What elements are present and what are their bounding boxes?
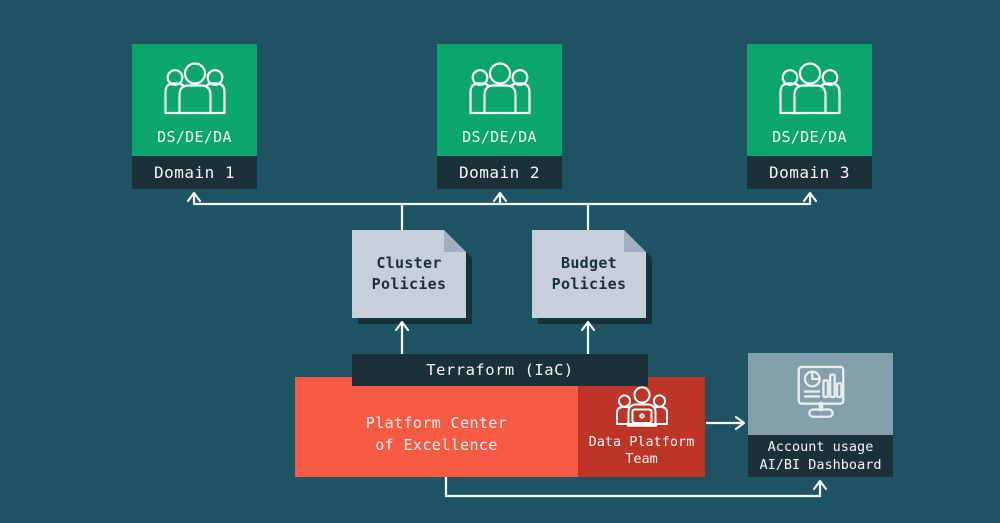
doc-fold-corner [444, 230, 466, 252]
budget-policies-label-line2: Policies [551, 275, 627, 293]
budget-policies-label-line1: Budget [561, 254, 617, 272]
domain-2-team-label: DS/DE/DA [462, 128, 537, 146]
cluster-policies-doc: Cluster Policies [352, 230, 466, 318]
budget-policies-doc: Budget Policies [532, 230, 646, 318]
doc-body: Cluster Policies [352, 230, 466, 318]
domain-box-1: DS/DE/DA Domain 1 [132, 44, 257, 189]
domain-box-3: DS/DE/DA Domain 3 [747, 44, 872, 189]
dashboard-label-line2: AI/BI Dashboard [759, 457, 882, 473]
data-platform-team-box: Data Platform Team [578, 377, 705, 477]
platform-center-of-excellence-box: Platform Center of Excellence [295, 377, 578, 477]
domain-2-name-bar: Domain 2 [437, 156, 562, 189]
doc-body: Budget Policies [532, 230, 646, 318]
dashboard-label-line1: Account usage [767, 439, 874, 455]
people-laptop-icon [615, 386, 668, 427]
terraform-bar: Terraform (IaC) [352, 354, 648, 386]
team-label-line1: Data Platform [588, 434, 695, 450]
domain-3-name-bar: Domain 3 [747, 156, 872, 189]
cluster-policies-label-line2: Policies [371, 275, 447, 293]
domain-1-name-bar: Domain 1 [132, 156, 257, 189]
terraform-label: Terraform (IaC) [426, 361, 574, 379]
domain-3-team-label: DS/DE/DA [772, 128, 847, 146]
domain-1-team-label: DS/DE/DA [157, 128, 232, 146]
doc-fold-corner [624, 230, 646, 252]
dashboard-label-bar: Account usage AI/BI Dashboard [748, 435, 893, 477]
team-label-line2: Team [625, 451, 658, 467]
domain-1-team-panel: DS/DE/DA [132, 44, 257, 156]
cluster-policies-label-line1: Cluster [376, 254, 442, 272]
account-usage-dashboard-box: Account usage AI/BI Dashboard [748, 353, 893, 477]
domain-box-2: DS/DE/DA Domain 2 [437, 44, 562, 189]
dashboard-icon-panel [748, 353, 893, 435]
analytics-monitor-icon [797, 365, 844, 418]
people-group-icon [778, 62, 841, 115]
coe-label-line2: of Excellence [375, 436, 498, 454]
people-group-icon [163, 62, 226, 115]
domain-2-team-panel: DS/DE/DA [437, 44, 562, 156]
arrow-coe-to-dashboard [444, 477, 828, 498]
people-group-icon [468, 62, 531, 115]
coe-label-line1: Platform Center [365, 414, 508, 432]
domain-3-team-panel: DS/DE/DA [747, 44, 872, 156]
